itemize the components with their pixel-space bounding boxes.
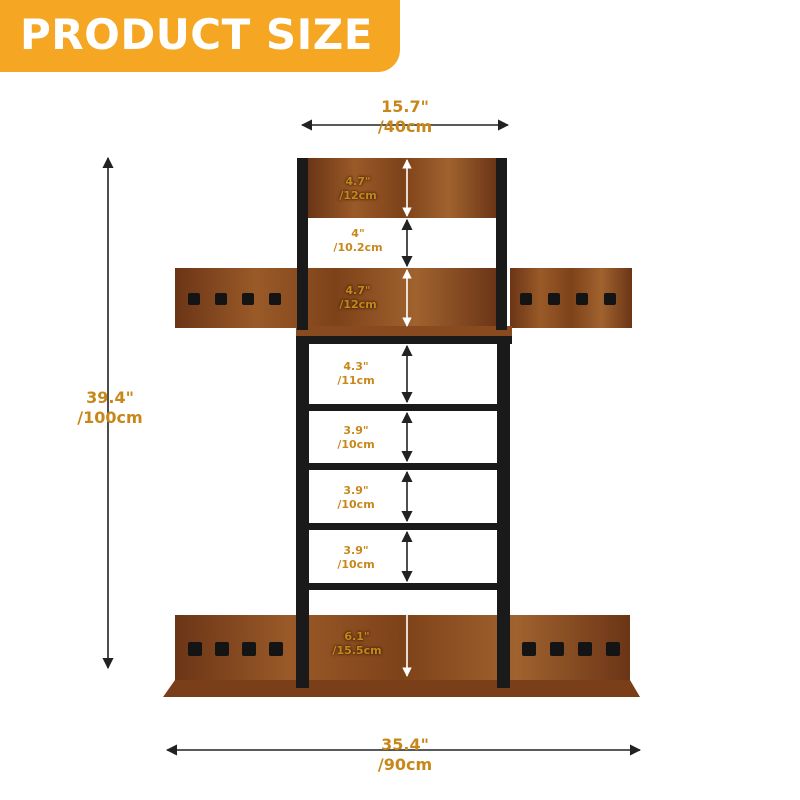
inner-label-6: 3.9" /10cm xyxy=(323,484,389,512)
hook xyxy=(520,293,532,305)
height-inches: 39.4" xyxy=(86,388,134,407)
inner-label-8-cm: /15.5cm xyxy=(332,644,382,657)
hook xyxy=(269,293,281,305)
hook xyxy=(188,642,202,656)
frame-post-left-top xyxy=(297,158,308,330)
inner-label-7-cm: /10cm xyxy=(337,558,375,571)
rung-2 xyxy=(309,463,497,470)
inner-label-6-inches: 3.9" xyxy=(343,484,369,497)
inner-label-7: 3.9" /10cm xyxy=(323,544,389,572)
bottom-width-cm: /90cm xyxy=(377,755,433,774)
top-board xyxy=(308,158,496,218)
inner-label-5-cm: /10cm xyxy=(337,438,375,451)
hook xyxy=(578,642,592,656)
hook xyxy=(215,642,229,656)
hook xyxy=(269,642,283,656)
inner-label-1-cm: /12cm xyxy=(339,189,377,202)
inner-label-1: 4.7" /12cm xyxy=(325,175,391,203)
product-size-banner: PRODUCT SIZE xyxy=(0,0,400,72)
frame-top-rail xyxy=(296,336,512,344)
inner-label-5: 3.9" /10cm xyxy=(323,424,389,452)
inner-label-3-cm: /12cm xyxy=(339,298,377,311)
inner-label-2-inches: 4" xyxy=(351,227,365,240)
frame-post-left xyxy=(296,336,309,688)
rung-3 xyxy=(309,523,497,530)
hook xyxy=(242,293,254,305)
top-width-inches: 15.7" xyxy=(381,97,429,116)
banner-title: PRODUCT SIZE xyxy=(20,10,373,59)
hook xyxy=(522,642,536,656)
hook xyxy=(188,293,200,305)
middle-board xyxy=(175,268,497,328)
inner-label-4: 4.3" /11cm xyxy=(323,360,389,388)
inner-label-3-inches: 4.7" xyxy=(345,284,371,297)
inner-label-6-cm: /10cm xyxy=(337,498,375,511)
hook xyxy=(576,293,588,305)
hook xyxy=(242,642,256,656)
inner-label-8-inches: 6.1" xyxy=(344,630,370,643)
height-cm: /100cm xyxy=(77,408,143,427)
base-shelf xyxy=(163,680,640,697)
hook xyxy=(606,642,620,656)
hook xyxy=(548,293,560,305)
rung-1 xyxy=(309,404,497,411)
frame-post-right xyxy=(497,336,510,688)
hook xyxy=(215,293,227,305)
inner-label-2-cm: /10.2cm xyxy=(333,241,383,254)
metal-frame xyxy=(296,158,512,688)
bottom-width-inches: 35.4" xyxy=(381,735,429,754)
upper-shelf-top xyxy=(296,326,512,336)
hook-slots xyxy=(188,293,620,656)
height-label: 39.4" /100cm xyxy=(60,388,160,428)
hook xyxy=(604,293,616,305)
inner-label-1-inches: 4.7" xyxy=(345,175,371,188)
hook xyxy=(550,642,564,656)
rung-4 xyxy=(309,583,497,590)
inner-label-2: 4" /10.2cm xyxy=(323,227,393,255)
frame-post-right-top xyxy=(496,158,507,330)
inner-label-3: 4.7" /12cm xyxy=(325,284,391,312)
top-width-cm: /40cm xyxy=(377,117,433,136)
outer-dimension-lines xyxy=(102,119,642,756)
bottom-width-label: 35.4" /90cm xyxy=(355,735,455,775)
inner-label-7-inches: 3.9" xyxy=(343,544,369,557)
inner-label-4-inches: 4.3" xyxy=(343,360,369,373)
inner-label-4-cm: /11cm xyxy=(337,374,375,387)
inner-label-8: 6.1" /15.5cm xyxy=(318,630,396,658)
top-width-label: 15.7" /40cm xyxy=(355,97,455,137)
wood-boards xyxy=(163,158,640,697)
inner-label-5-inches: 3.9" xyxy=(343,424,369,437)
